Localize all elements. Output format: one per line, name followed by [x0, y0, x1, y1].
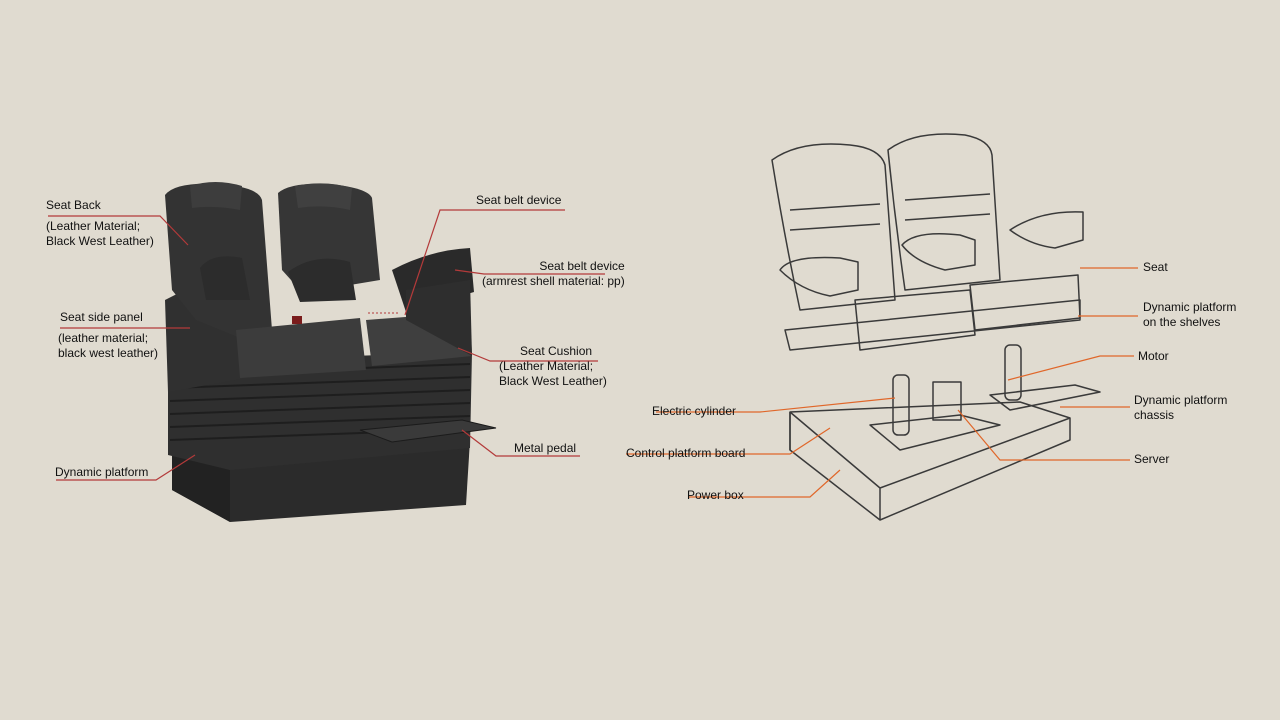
- label-line: black west leather): [58, 346, 159, 360]
- label-line: (armrest shell material: pp): [482, 274, 625, 288]
- sketch-cylinder-left: [892, 374, 910, 436]
- seat-cushion-left: [236, 318, 366, 378]
- sketch-pedal-left: [869, 414, 1001, 451]
- label-seat-belt-device-top: Seat belt device: [476, 193, 561, 208]
- label-line: Black West Leather): [499, 374, 607, 388]
- label-line: Dynamic platform: [1134, 393, 1228, 407]
- label-line: Dynamic platform: [55, 465, 149, 479]
- label-seat-belt-device-armrest: Seat belt device (armrest shell material…: [482, 259, 625, 289]
- label-dynamic-platform-shelves: Dynamic platform on the shelves: [1143, 300, 1236, 330]
- label-line: Motor: [1138, 349, 1169, 363]
- armrest-left: [200, 256, 250, 300]
- label-line: on the shelves: [1143, 315, 1221, 329]
- label-dynamic-platform-chassis: Dynamic platform chassis: [1134, 393, 1227, 423]
- label-line: (Leather Material;: [46, 219, 141, 233]
- label-seat: Seat: [1143, 260, 1168, 275]
- leader-seat-cushion: [457, 347, 598, 362]
- sketch-cylinder-right: [1004, 344, 1022, 401]
- label-line: (leather material;: [58, 331, 149, 345]
- label-line: Seat Cushion: [520, 344, 593, 358]
- leader-server: [957, 409, 1130, 461]
- sketch-seat-back-left: [771, 143, 896, 311]
- leader-seat-belt-armrest: [454, 269, 605, 275]
- label-dynamic-platform: Dynamic platform: [55, 465, 148, 480]
- sketch-armrest-middle: [901, 233, 976, 271]
- label-control-platform-board: Control platform board: [626, 446, 745, 461]
- label-line: Black West Leather): [46, 234, 154, 248]
- label-line: Seat: [1143, 260, 1168, 274]
- label-line: chassis: [1134, 408, 1175, 422]
- label-line: Electric cylinder: [652, 404, 737, 418]
- label-seat-side-panel: Seat side panel (leather material; black…: [58, 310, 158, 361]
- label-server: Server: [1134, 452, 1169, 467]
- label-metal-pedal: Metal pedal: [514, 441, 576, 456]
- sketch-platform-shelf: [784, 299, 1081, 351]
- leader-seat-back: [48, 215, 189, 246]
- label-line: Dynamic platform: [1143, 300, 1237, 314]
- label-seat-back: Seat Back (Leather Material; Black West …: [46, 198, 154, 249]
- label-line: Control platform board: [626, 446, 746, 460]
- leader-control-board: [626, 427, 831, 455]
- label-line: Metal pedal: [514, 441, 577, 455]
- sketch-cushion-right: [969, 274, 1081, 331]
- label-motor: Motor: [1138, 349, 1169, 364]
- side-panel-right: [406, 280, 472, 356]
- label-seat-cushion: Seat Cushion (Leather Material; Black We…: [499, 344, 607, 389]
- sketch-seat-back-right: [887, 133, 1001, 291]
- label-line: Server: [1134, 452, 1170, 466]
- sketch-server-box: [932, 381, 962, 421]
- sketch-pedal-right: [989, 384, 1101, 411]
- label-line: Seat belt device: [539, 259, 625, 273]
- leader-electric-cylinder: [656, 397, 896, 413]
- label-line: Seat Back: [46, 198, 101, 212]
- label-line: Seat side panel: [60, 310, 143, 324]
- leader-dynamic-platform: [56, 454, 196, 481]
- leader-seat-belt-top: [404, 209, 565, 316]
- leader-power-box: [688, 469, 841, 498]
- metal-pedal-shape: [359, 419, 497, 443]
- armrest-middle: [288, 258, 356, 302]
- label-line: Seat belt device: [476, 193, 562, 207]
- label-line: (Leather Material;: [499, 359, 594, 373]
- sketch-armrest-right: [1009, 211, 1084, 249]
- sketch-cushion-left: [854, 289, 976, 351]
- sketch-armrest-left: [779, 256, 859, 297]
- label-line: Power box: [687, 488, 744, 502]
- leader-motor: [1007, 355, 1134, 381]
- label-electric-cylinder: Electric cylinder: [652, 404, 736, 419]
- label-power-box: Power box: [687, 488, 744, 503]
- leader-metal-pedal: [461, 429, 580, 457]
